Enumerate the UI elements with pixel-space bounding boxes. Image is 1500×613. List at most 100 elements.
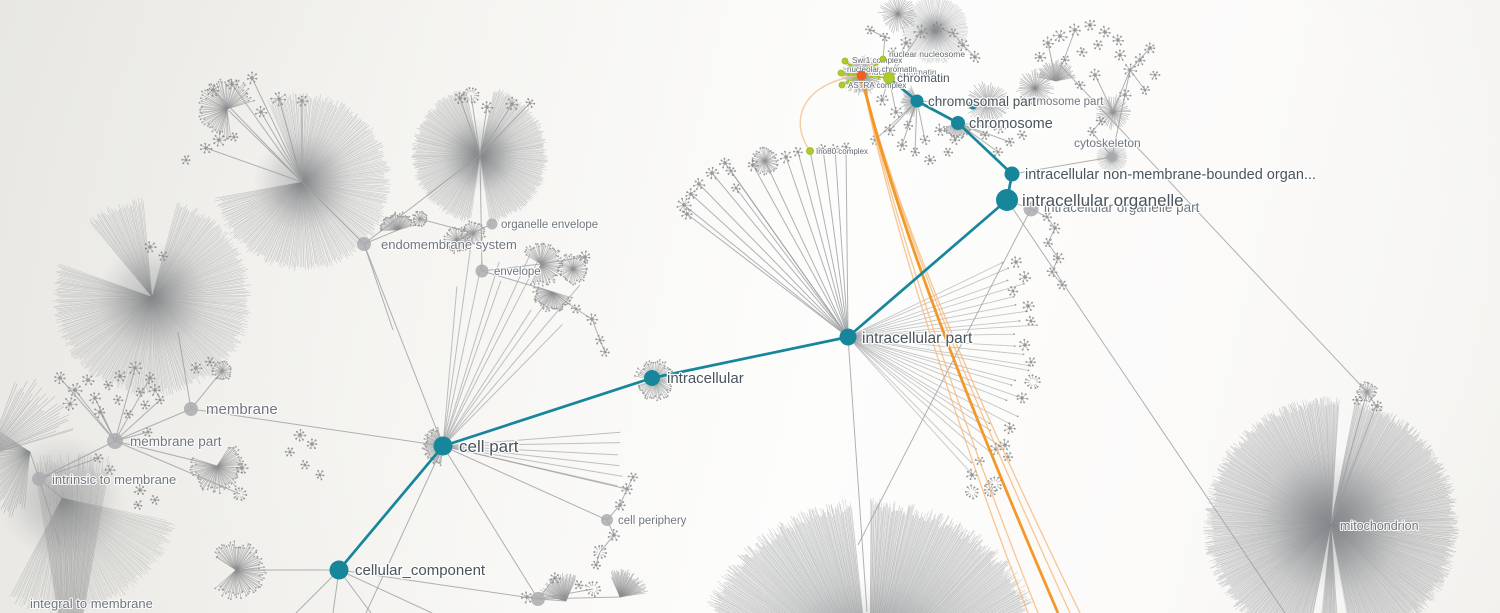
- fan-spoke: [151, 204, 181, 298]
- fan-tip-dot: [425, 449, 428, 452]
- fan-spoke: [934, 29, 948, 63]
- fan-spoke: [77, 467, 94, 613]
- fan-spoke: [479, 88, 501, 156]
- fan-spoke: [446, 98, 481, 156]
- fan-spoke: [479, 119, 539, 156]
- fan-tip-dot: [669, 389, 672, 392]
- fan-spoke: [301, 181, 355, 247]
- fan-spoke: [16, 497, 63, 596]
- fan-spoke: [934, 29, 947, 63]
- fan-spoke: [0, 415, 60, 449]
- fan-spoke: [418, 154, 481, 186]
- fan-spoke: [479, 154, 544, 183]
- fan-tip-dot: [226, 363, 229, 366]
- fan-spoke: [0, 448, 31, 453]
- fan-spoke: [61, 497, 122, 597]
- fan-spoke: [479, 154, 546, 157]
- fan-tip-dot: [249, 551, 252, 554]
- fan-spoke: [61, 497, 153, 564]
- snowflake-tip-dot: [265, 111, 268, 114]
- fan-spoke: [151, 266, 246, 298]
- fan-spoke: [151, 296, 214, 376]
- fan-tip-dot: [242, 82, 245, 84]
- fan-tip-dot: [541, 285, 544, 287]
- fan-spoke: [146, 296, 153, 390]
- fan-spoke: [301, 181, 356, 249]
- fan-spoke: [151, 217, 207, 298]
- fan-spoke: [283, 101, 303, 183]
- fan-spoke: [479, 137, 544, 156]
- fan-spoke: [275, 181, 303, 263]
- fan-tip-dot: [198, 101, 201, 104]
- fan-spoke: [235, 569, 262, 586]
- fan-tip-dot: [200, 112, 203, 115]
- fan-spoke: [94, 296, 153, 378]
- fan-spoke: [83, 296, 153, 369]
- fan-spoke: [916, 4, 936, 31]
- fan-spoke: [269, 181, 303, 266]
- fan-spoke: [151, 296, 248, 301]
- fan-spoke: [151, 296, 192, 384]
- fan-spoke: [919, 29, 936, 60]
- fan-tip-dot: [199, 118, 202, 121]
- fan-spoke: [414, 146, 481, 156]
- fan-spoke: [432, 111, 481, 156]
- fan-spoke: [441, 98, 481, 156]
- fan-spoke: [301, 107, 338, 183]
- fan-spoke: [915, 2, 936, 31]
- fan-spoke: [934, 29, 960, 53]
- fan-spoke: [239, 181, 303, 244]
- fan-spoke: [57, 274, 153, 298]
- fan-spoke: [151, 296, 190, 385]
- fan-spoke: [0, 451, 31, 462]
- fan-tip-dot: [201, 121, 204, 124]
- fan-spoke: [414, 135, 481, 156]
- fan-spoke: [88, 296, 153, 372]
- fan-spoke: [151, 296, 211, 375]
- fan-tip-dot: [545, 310, 547, 313]
- fan-spoke: [96, 219, 153, 298]
- fan-tip-dot: [669, 368, 672, 371]
- fan-spoke: [232, 181, 303, 228]
- fan-spoke: [61, 497, 72, 613]
- fan-tip-dot: [1368, 400, 1371, 403]
- fan-spoke: [0, 397, 49, 445]
- fan-spoke: [301, 181, 387, 191]
- fan-spoke: [132, 206, 153, 298]
- fan-spoke: [479, 152, 544, 156]
- fan-spoke: [479, 154, 531, 199]
- fan-tip-dot: [214, 587, 217, 590]
- fan-spoke: [287, 96, 303, 183]
- fan-spoke: [934, 26, 968, 31]
- fan-tip-dot: [776, 164, 779, 167]
- fan-spoke: [419, 134, 481, 156]
- fan-spoke: [887, 1, 899, 15]
- fan-spoke: [415, 154, 481, 179]
- fan-spoke: [21, 451, 31, 509]
- fan-spoke: [453, 96, 481, 156]
- fan-spoke: [222, 181, 303, 216]
- fan-tip-dot: [654, 361, 657, 364]
- fan-spoke: [61, 497, 71, 606]
- fan-spoke: [908, 11, 936, 31]
- fan-spoke: [230, 569, 237, 600]
- fan-spoke: [151, 296, 189, 387]
- fan-spoke: [301, 121, 364, 183]
- fan-spoke: [151, 274, 242, 298]
- fan-spoke: [301, 181, 388, 204]
- fan-spoke: [261, 181, 303, 255]
- fan-spoke: [425, 154, 481, 190]
- fan-spoke: [414, 154, 481, 169]
- fan-spoke: [46, 497, 63, 607]
- fan-spoke: [63, 296, 153, 328]
- fan-spoke: [479, 110, 529, 156]
- fan-tip-dot: [558, 262, 561, 265]
- fan-spoke: [301, 125, 368, 183]
- fan-spoke: [479, 116, 534, 156]
- fan-spoke: [914, 4, 936, 31]
- fan-spoke: [453, 154, 481, 218]
- fan-tip-dot: [1375, 387, 1378, 390]
- fan-spoke: [0, 451, 31, 478]
